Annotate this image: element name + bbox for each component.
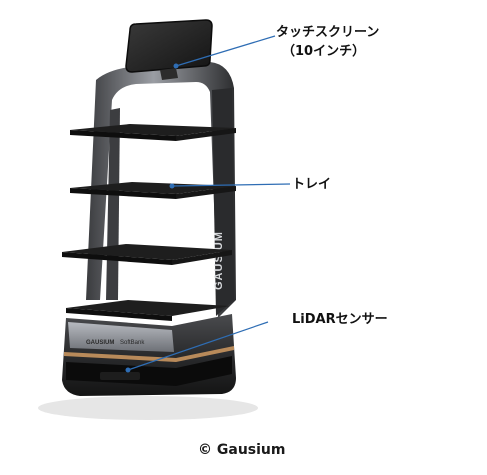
callout-line-tray <box>171 183 291 187</box>
touchscreen <box>125 19 213 73</box>
lidar-sensor <box>100 372 140 380</box>
label-lidar: LiDARセンサー <box>292 312 388 327</box>
ground-shadow <box>38 396 258 420</box>
frame-side <box>212 88 234 316</box>
tray-4 <box>66 300 230 321</box>
robot-brand-text: GAUSIUM <box>213 231 225 290</box>
callout-dot-touchscreen <box>173 63 179 69</box>
tray-3 <box>62 244 232 265</box>
callout-dot-lidar <box>125 367 131 373</box>
copyright-text: © Gausium <box>198 442 286 458</box>
tray-1 <box>70 124 236 141</box>
base-front-panel <box>68 322 174 352</box>
copper-accent <box>64 346 234 362</box>
label-touchscreen-line2: （10インチ） <box>282 44 366 59</box>
label-touchscreen-line1: タッチスクリーン <box>276 25 380 40</box>
callout-line-touchscreen <box>175 35 276 67</box>
label-tray: トレイ <box>292 177 332 192</box>
screen-mount <box>160 68 178 80</box>
callout-line-lidar <box>127 321 269 371</box>
base-logo-gausium: GAUSIUM <box>86 340 114 346</box>
base-logo-softbank: SoftBank <box>120 340 145 346</box>
tray-2 <box>70 182 236 199</box>
callout-dot-tray <box>169 183 175 189</box>
